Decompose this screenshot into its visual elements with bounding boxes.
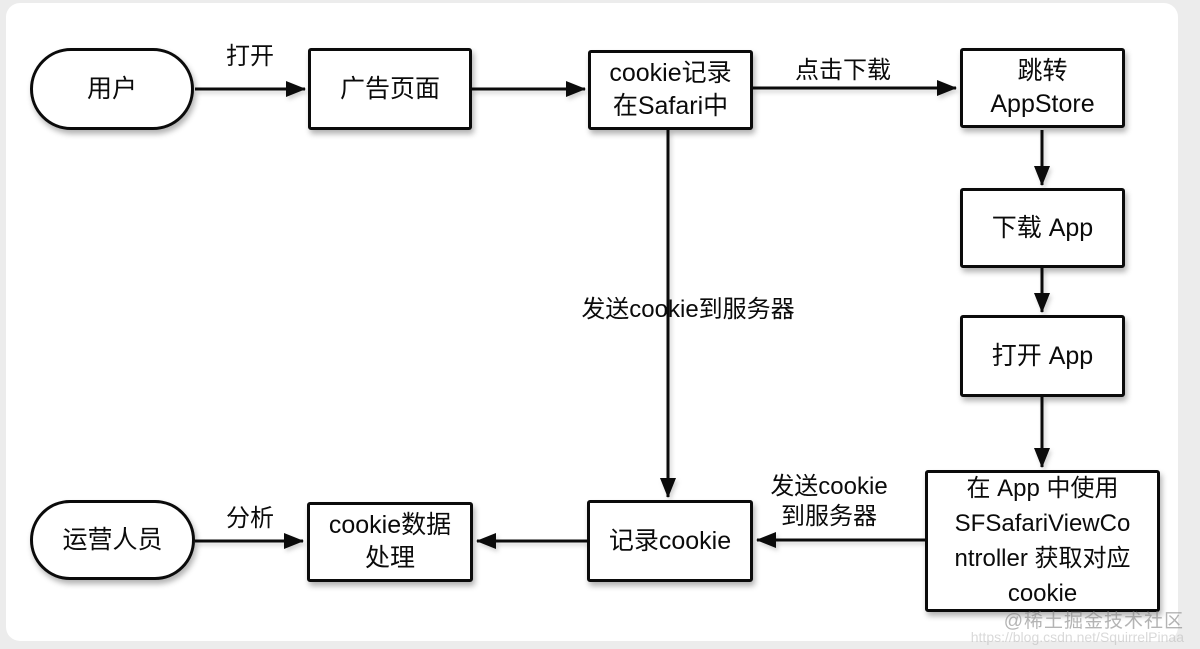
node-operator: 运营人员 xyxy=(30,500,195,580)
node-app-store: 跳转 AppStore xyxy=(960,48,1125,128)
node-cookie-safari: cookie记录 在Safari中 xyxy=(588,50,753,130)
node-sfsafariviewcontroller: 在 App 中使用 SFSafariViewCo ntroller 获取对应 c… xyxy=(925,470,1160,612)
edge-label-open: 打开 xyxy=(226,43,274,70)
edge-label-send-cookie-vertical: 发送cookie到服务器 xyxy=(581,296,795,323)
edge-label-send-cookie-right: 发送cookie 到服务器 xyxy=(770,473,888,530)
edge-label-click-download: 点击下载 xyxy=(795,57,891,84)
node-download-app: 下载 App xyxy=(960,188,1125,268)
node-ad-page: 广告页面 xyxy=(308,48,472,130)
node-user: 用户 xyxy=(30,48,194,130)
node-record-cookie: 记录cookie xyxy=(587,500,753,582)
edge-label-analyze: 分析 xyxy=(226,505,274,532)
node-open-app: 打开 App xyxy=(960,315,1125,397)
node-cookie-process: cookie数据 处理 xyxy=(307,502,473,582)
